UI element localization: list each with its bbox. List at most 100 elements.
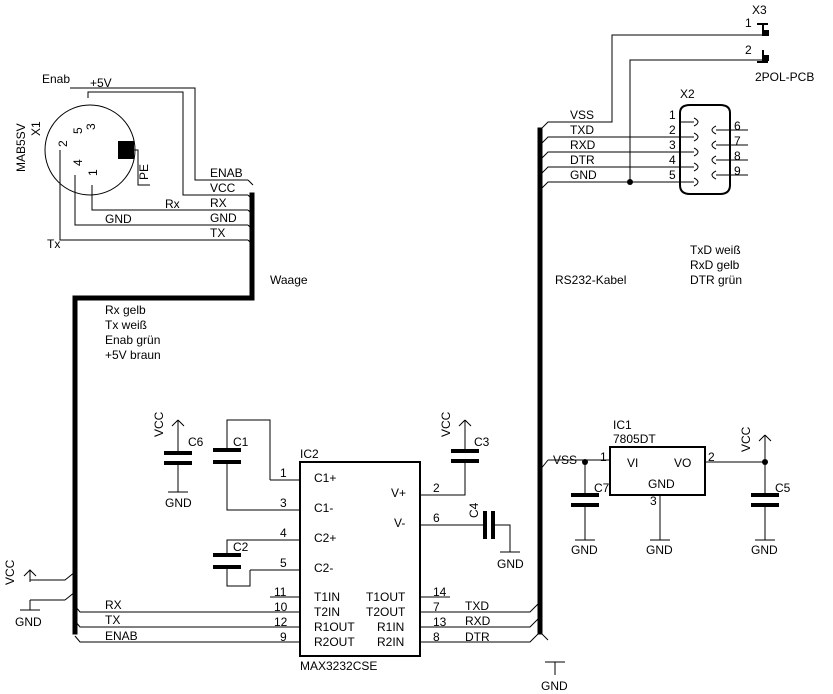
net-dtr-label: DTR — [465, 630, 490, 644]
net-enab-label: ENAB — [105, 629, 138, 643]
rs232-vss-ic1-label: VSS — [553, 453, 577, 467]
connector-x2: X2 6 7 8 9 — [679, 87, 748, 195]
connector-x1: X1 MAB5SV 2 5 3 4 1 PE Enab +5V Tx — [14, 72, 151, 251]
x1-pin4: 4 — [71, 159, 85, 166]
scale-bus: ENAB VCC RX GND TX Rx GND Waage Rx gelb … — [72, 166, 308, 635]
ic2-pin-14-num: 14 — [433, 585, 447, 599]
ic2-pin-t2out-name: T2OUT — [366, 605, 406, 619]
left-vcc-label: VCC — [3, 559, 17, 585]
x1-rx-wire-label: Rx — [165, 197, 180, 211]
left-power-taps: VCC GND — [3, 559, 76, 629]
ic2-part: MAX3232CSE — [300, 659, 377, 673]
ic2-pin-r1in-name: R1IN — [377, 620, 404, 634]
x1-pe-label: PE — [137, 164, 151, 180]
c3-vcc-label: VCC — [439, 411, 453, 437]
rs232-vss-label: VSS — [570, 108, 594, 122]
rs232-pin-5: 5 — [669, 168, 676, 182]
bus-enab-label: ENAB — [210, 166, 243, 180]
capacitor-c6: VCC C6 GND — [152, 411, 204, 510]
rs232-pin-1: 1 — [669, 108, 676, 122]
ic2-pin-t2in-name: T2IN — [314, 605, 340, 619]
x2-pin-7: 7 — [734, 134, 741, 148]
c4-label: C4 — [467, 502, 481, 518]
capacitor-c4: C4 GND — [467, 502, 524, 571]
color-note-3: Enab grün — [105, 333, 160, 347]
rs232-pin-3: 3 — [669, 138, 676, 152]
x2-ref: X2 — [680, 87, 695, 101]
net-rx-label: RX — [105, 598, 122, 612]
ic2-pin-12-num: 12 — [274, 615, 288, 629]
rs232-pin-4: 4 — [669, 153, 676, 167]
ic2-pin-1-num: 1 — [280, 466, 287, 480]
ic2-pin-c1p-name: C1+ — [314, 471, 336, 485]
ic1-pin3: 3 — [650, 494, 657, 508]
c5-gnd-label: GND — [751, 543, 778, 557]
ic2-pin-9-num: 9 — [280, 630, 287, 644]
rs232-gnd-label: GND — [570, 168, 597, 182]
c2-label: C2 — [233, 540, 249, 554]
x2-pin-6: 6 — [734, 119, 741, 133]
rs232-kabel-label: RS232-Kabel — [555, 273, 626, 287]
x2-pin-8: 8 — [734, 149, 741, 163]
rs232-txd-label: TXD — [570, 123, 594, 137]
ic2-pin-13-num: 13 — [433, 615, 447, 629]
ic2-pin-4-num: 4 — [280, 526, 287, 540]
bus-tx-label: TX — [210, 226, 225, 240]
bus-gnd-label: GND — [210, 211, 237, 225]
c5-vcc-label: VCC — [739, 426, 753, 452]
ic2-pin-r1out-name: R1OUT — [314, 620, 355, 634]
waage-label: Waage — [270, 273, 308, 287]
rs232-bus: VSS TXD RXD DTR GND 1 2 3 4 5 RS232-Kabe… — [537, 34, 763, 693]
color-note-4: +5V braun — [105, 348, 161, 362]
capacitor-c7: C7 GND — [571, 462, 610, 557]
c6-gnd-label: GND — [165, 496, 192, 510]
bus-rx-label: RX — [210, 196, 227, 210]
x3-type: 2POL-PCB — [755, 70, 814, 84]
c5-label: C5 — [775, 481, 791, 495]
ic1-ref: IC1 — [613, 418, 632, 432]
x1-gnd-wire-label: GND — [105, 212, 132, 226]
x1-pin2: 2 — [56, 140, 70, 147]
bus-vcc-label: VCC — [210, 181, 236, 195]
x1-ref: X1 — [29, 121, 43, 136]
ic2-pin-r2in-name: R2IN — [377, 635, 404, 649]
capacitor-c3: VCC C3 — [439, 411, 490, 496]
ic2-pin-7-num: 7 — [433, 600, 440, 614]
ic2-left-nets: RX TX ENAB — [74, 598, 300, 643]
ic2-pin-c2p-name: C2+ — [314, 531, 336, 545]
ic2-pin-8-num: 8 — [433, 630, 440, 644]
connector-x3: X3 1 2 2POL-PCB — [745, 3, 814, 84]
ic2: IC2 MAX3232CSE C1+ C1- C2+ C2- T1IN T2IN… — [250, 447, 480, 673]
c3-label: C3 — [474, 435, 490, 449]
rs232-color-2: RxD gelb — [690, 258, 740, 272]
ic2-pin-6-num: 6 — [433, 511, 440, 525]
ic2-pin-c1m-name: C1- — [314, 501, 333, 515]
x1-wires — [59, 87, 248, 241]
c7-gnd-label: GND — [571, 543, 598, 557]
net-tx-label: TX — [105, 613, 120, 627]
rs232-color-3: DTR grün — [690, 273, 742, 287]
x1-5v-label: +5V — [90, 76, 112, 90]
ic1-gnd-label: GND — [646, 543, 673, 557]
rs232-color-1: TxD weiß — [690, 243, 741, 257]
ic2-ref: IC2 — [300, 447, 319, 461]
ic1-pin1: 1 — [600, 450, 607, 464]
c6-vcc-label: VCC — [152, 411, 166, 437]
rs232-rxd-label: RXD — [570, 138, 596, 152]
c6-label: C6 — [188, 435, 204, 449]
x1-pin3: 3 — [84, 123, 98, 130]
x3-ref: X3 — [752, 3, 767, 17]
capacitor-c5: VCC C5 GND — [739, 426, 791, 557]
bottom-gnd-label: GND — [541, 679, 568, 693]
net-txd-label: TXD — [465, 599, 489, 613]
x1-pin1: 1 — [86, 169, 100, 176]
ic2-pin-vm-name: V- — [394, 516, 405, 530]
ic2-pin-2-num: 2 — [433, 481, 440, 495]
ic2-pin-3-num: 3 — [280, 496, 287, 510]
ic2-pin-t1out-name: T1OUT — [366, 590, 406, 604]
ic2-right-nets: TXD RXD DTR — [420, 599, 539, 644]
ic2-pin-t1in-name: T1IN — [314, 590, 340, 604]
rs232-pin-2: 2 — [669, 123, 676, 137]
x3-pin2: 2 — [745, 43, 752, 57]
